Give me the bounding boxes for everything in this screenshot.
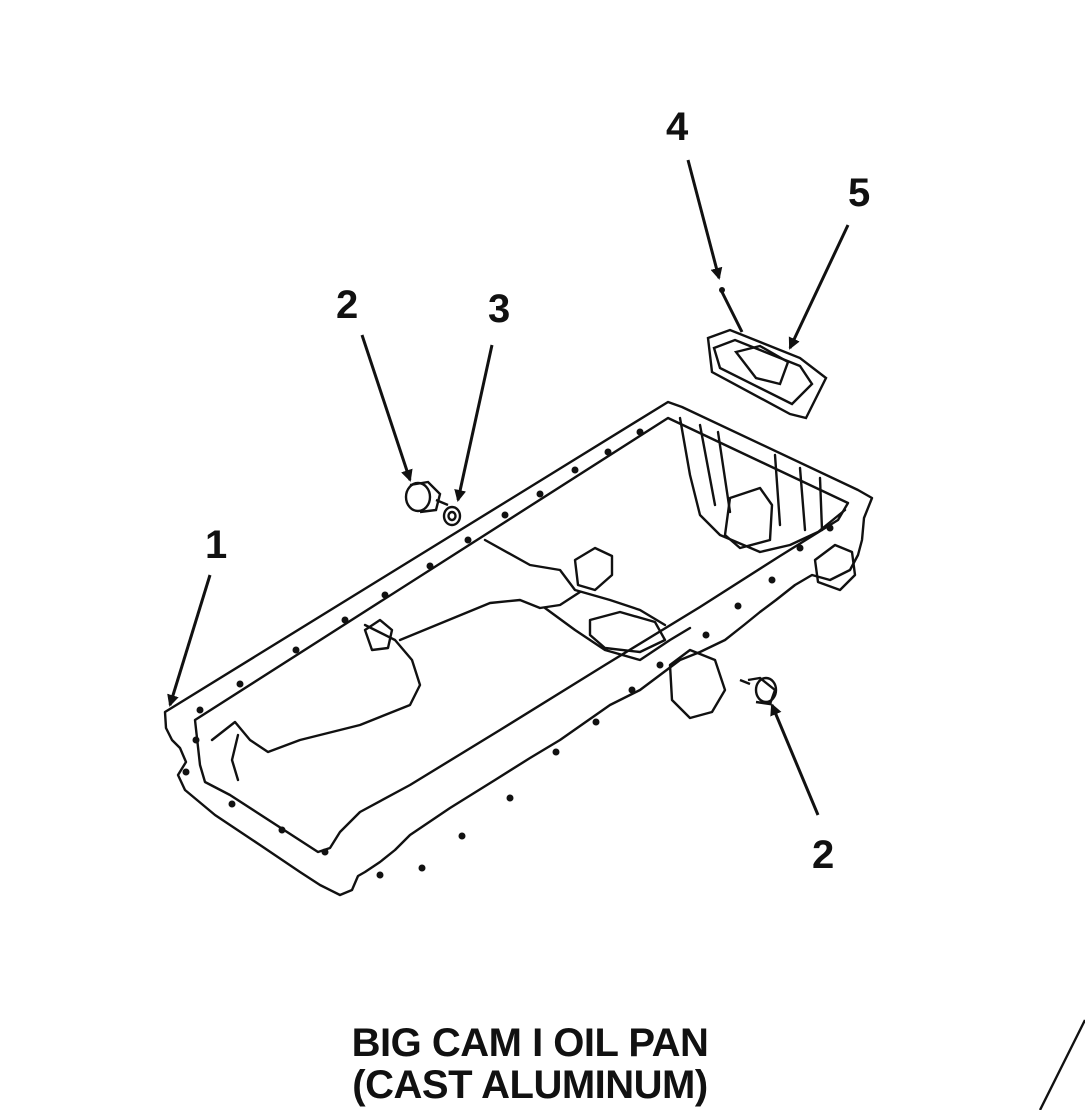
pan-pickup-boss: [723, 486, 774, 550]
pan-flange-outer: [163, 400, 874, 897]
washer: [442, 505, 462, 527]
pan-rear-wall: [678, 416, 847, 554]
leader-1: [167, 574, 212, 707]
pan-drain-boss-inner: [363, 618, 394, 652]
corner-line: [1038, 1019, 1085, 1110]
leader-3: [454, 344, 494, 502]
leader-2b: [770, 703, 820, 816]
leader-4: [686, 159, 723, 280]
diagram-subtitle: (CAST ALUMINUM): [352, 1063, 708, 1107]
pan-mount-boss: [573, 546, 614, 592]
callout-2-lower: 2: [812, 833, 834, 877]
callout-4: 4: [666, 105, 689, 149]
drain-plug-upper: [404, 480, 449, 514]
pan-sump-step: [543, 606, 692, 662]
pan-side-boss: [668, 648, 727, 720]
pan-sump-floor: [398, 590, 582, 642]
pan-front-lip: [230, 733, 240, 782]
pan-sump-wall: [210, 623, 422, 754]
pan-rear-ribs: [698, 423, 824, 532]
callout-1: 1: [205, 523, 227, 567]
pan-baffle: [483, 538, 667, 627]
leader-2a: [360, 334, 413, 482]
callout-2-upper: 2: [336, 283, 358, 327]
cover-screw: [719, 287, 725, 293]
oil-pan-drawing: [163, 400, 874, 897]
callout-3: 3: [488, 287, 510, 331]
leader-4-tail: [720, 291, 744, 333]
cover-plate: [706, 328, 828, 420]
pan-flange-inner: [193, 416, 850, 854]
leader-5: [788, 224, 850, 350]
callout-5: 5: [848, 171, 870, 215]
pan-screen: [588, 610, 667, 654]
leader-lines: [167, 159, 850, 816]
drain-plug-lower: [739, 676, 778, 706]
bolt-holes: [182, 428, 834, 879]
pan-side-boss-right: [813, 543, 857, 592]
diagram-title: BIG CAM I OIL PAN: [351, 1021, 709, 1065]
